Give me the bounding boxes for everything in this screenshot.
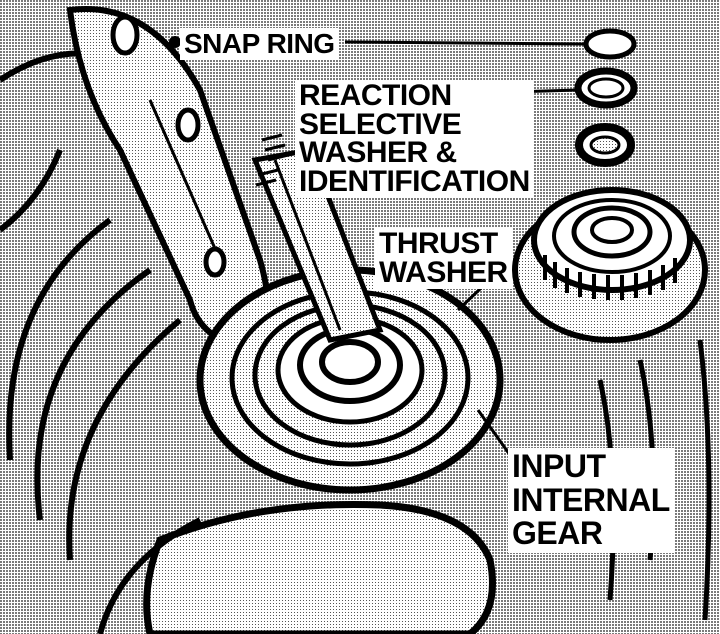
reaction-washer-inner: [587, 77, 625, 99]
gear-teeth: [543, 255, 677, 300]
removed-gear-drum: [512, 187, 708, 343]
label-snap-ring: SNAP RING: [180, 28, 339, 60]
input-shaft: [251, 147, 384, 343]
shaft-splines: [255, 133, 289, 187]
label-input-internal-gear: INPUT INTERNAL GEAR: [508, 448, 674, 553]
lower-housing-edge: [97, 517, 202, 634]
input-line-2: INTERNAL: [512, 481, 670, 518]
reaction-line-2: SELECTIVE: [299, 107, 462, 141]
reaction-line-4: IDENTIFICATION: [299, 164, 530, 198]
lower-housing: [143, 500, 496, 634]
thrust-washer-inner: [589, 135, 621, 155]
reaction-line-1: REACTION: [299, 79, 452, 112]
thrust-line-1: THRUST: [379, 227, 498, 260]
band-hole-top: [110, 14, 140, 56]
transmission-case: [0, 50, 182, 561]
reaction-line-3: WASHER &: [299, 136, 457, 169]
band-hole-low: [203, 246, 227, 278]
snap-ring-pointer-dot: [169, 36, 181, 48]
snap-ring: [583, 28, 637, 60]
label-thrust-washer: THRUST WASHER: [375, 228, 512, 289]
input-internal-gear-hub: [196, 266, 504, 494]
input-line-1: INPUT: [512, 448, 606, 484]
thrust-line-2: WASHER: [379, 255, 508, 289]
band-hole-mid: [175, 107, 201, 143]
input-line-3: GEAR: [512, 515, 603, 552]
reaction-selective-washer: [574, 67, 638, 109]
label-reaction-selective-washer: REACTION SELECTIVE WASHER & IDENTIFICATI…: [295, 80, 534, 198]
